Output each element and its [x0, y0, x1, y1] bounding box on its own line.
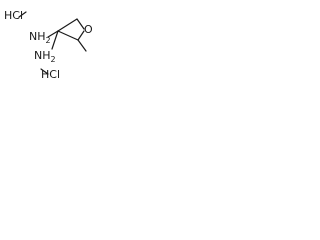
amine-bond-1 [47, 30, 59, 38]
hcl-bond-top [18, 11, 27, 18]
oxygen-label: O [84, 23, 93, 36]
amine-text-1: NH [29, 30, 46, 43]
amine-label-2: NH2 [34, 50, 56, 66]
hcl-label-bottom: HCl [41, 68, 61, 81]
ring-bond-top [57, 18, 78, 32]
hcl-bond-bottom [40, 68, 49, 75]
bond-lines [18, 11, 87, 75]
amine-text-2: NH [34, 49, 51, 62]
ring-bond-right-upper [76, 18, 85, 30]
hcl-label-top: HCl [4, 9, 24, 22]
amine-bond-2 [51, 30, 59, 50]
ring-bond-bottom [57, 30, 79, 41]
subscript-2-b: 2 [50, 55, 56, 65]
subscript-2-a: 2 [45, 36, 51, 46]
ring-bond-right-lower [77, 30, 85, 41]
amine-label-1: NH2 [29, 31, 51, 47]
methyl-bond [77, 39, 87, 52]
chemical-structure-diagram: HCl NH2 NH2 O HCl [0, 0, 98, 83]
